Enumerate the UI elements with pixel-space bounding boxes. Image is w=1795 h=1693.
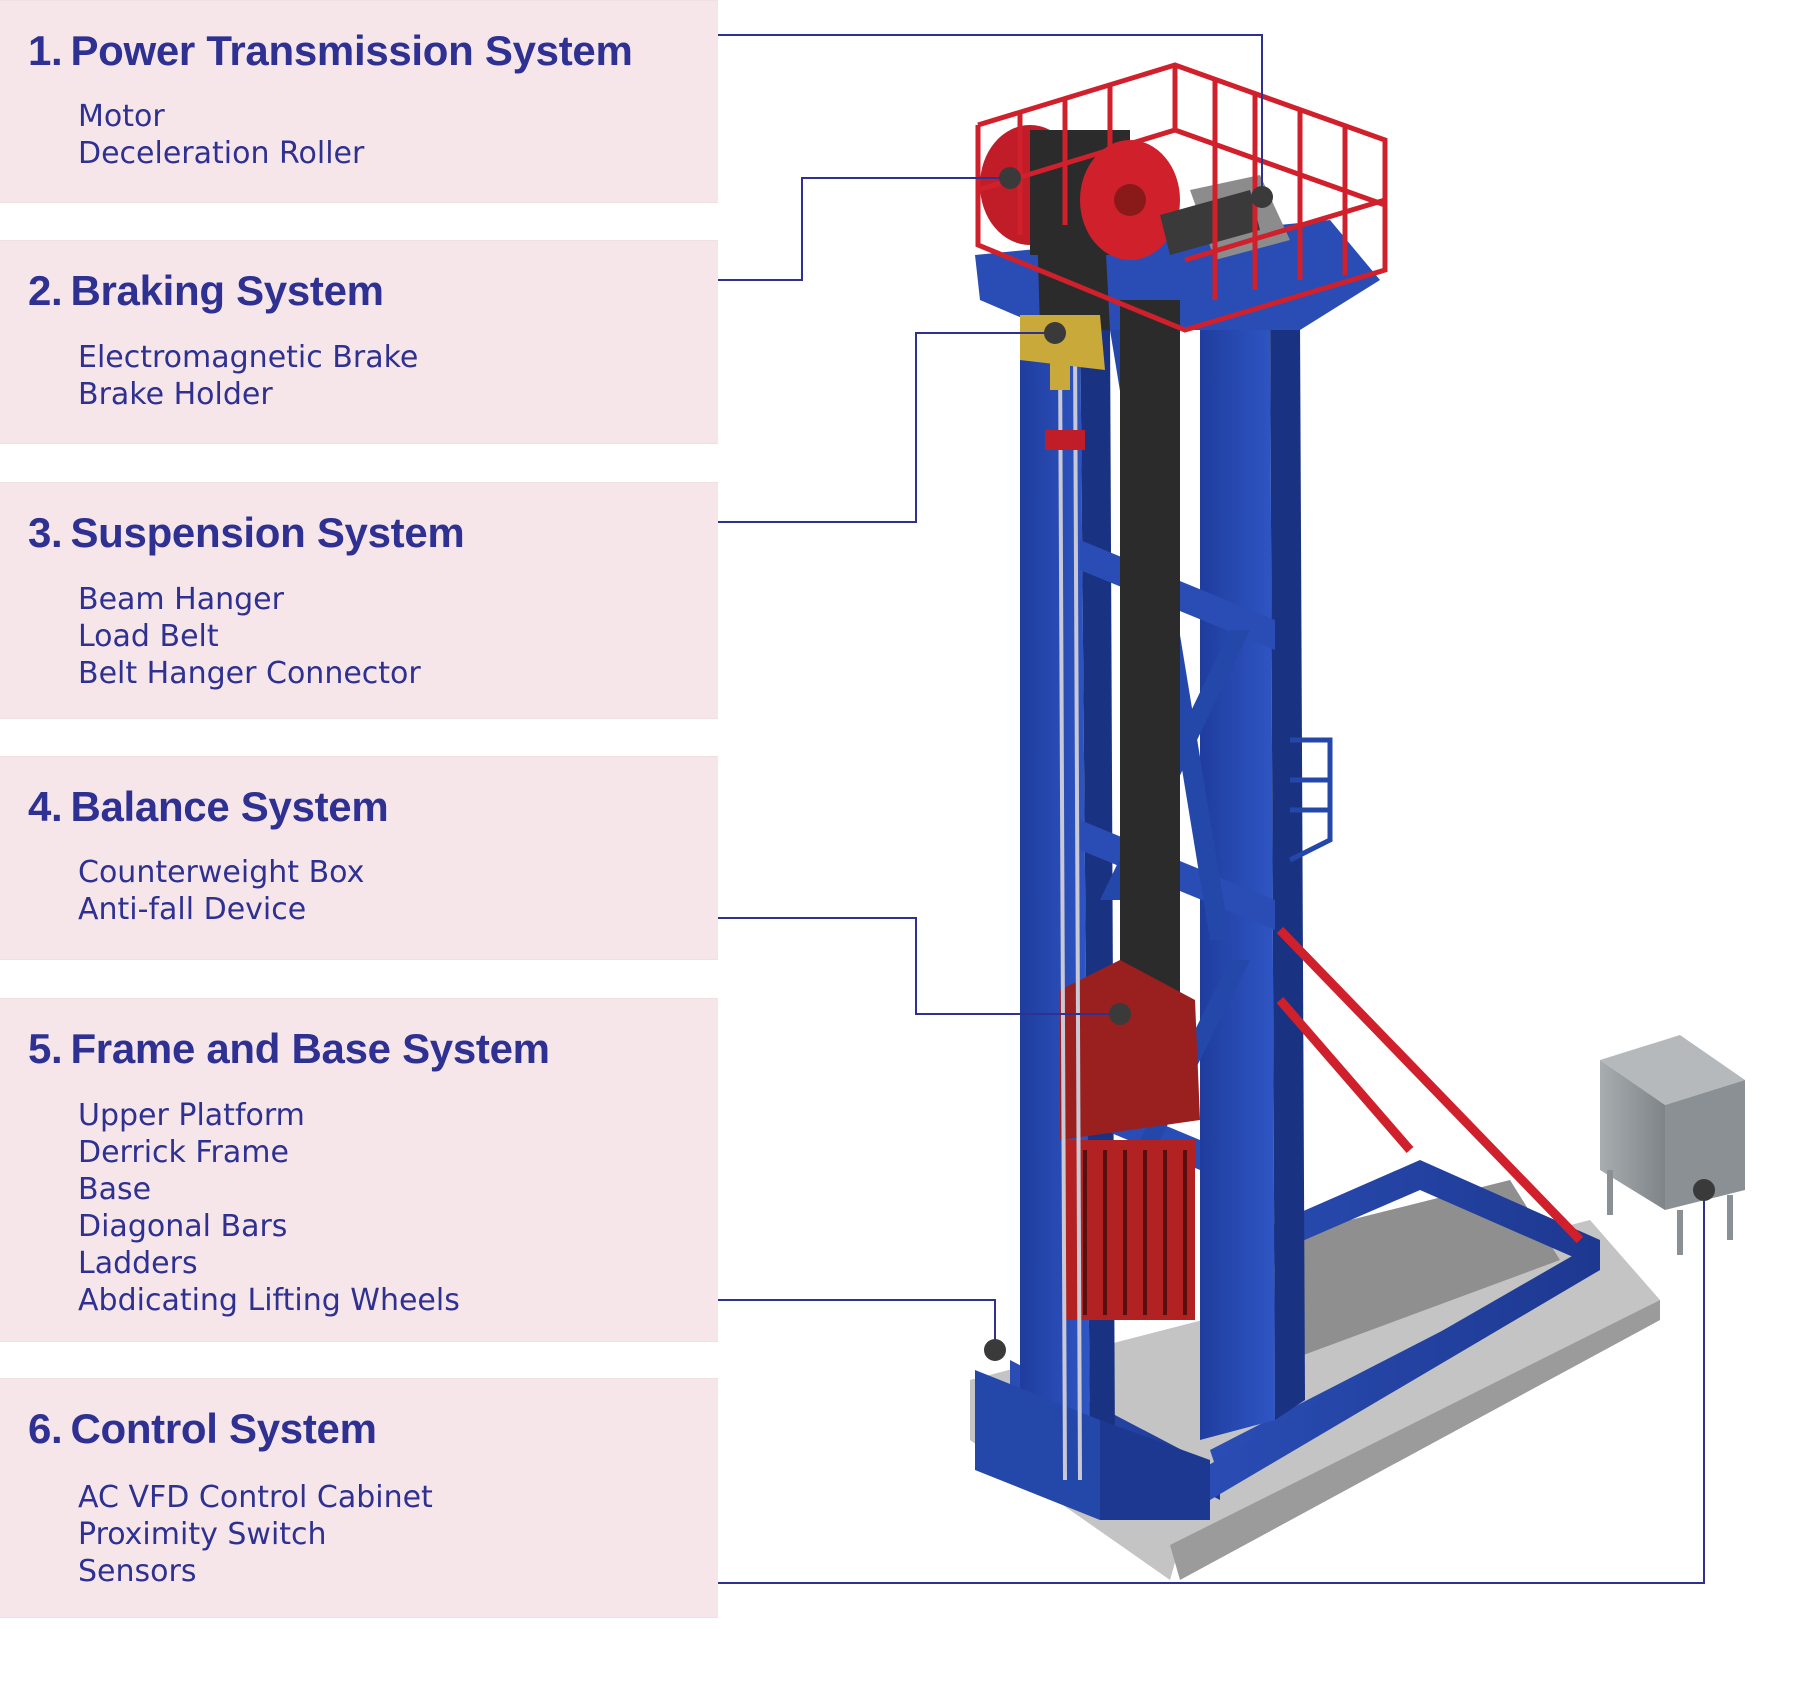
component-list: Upper Platform Derrick Frame Base Diagon… [78, 1097, 460, 1319]
list-item: Counterweight Box [78, 855, 365, 890]
panel-number: 1. [28, 27, 63, 74]
panel-power-transmission: 1.Power Transmission System Motor Decele… [0, 0, 718, 203]
dot-frame-base [984, 1339, 1006, 1361]
component-list: Motor Deceleration Roller [78, 98, 364, 172]
dot-braking [999, 167, 1021, 189]
component-list: Electromagnetic Brake Brake Holder [78, 339, 418, 413]
leader-lines [718, 34, 1705, 1584]
panel-title: 1.Power Transmission System [28, 27, 633, 75]
counterweight-box [1060, 960, 1200, 1320]
list-item: Ladders [78, 1246, 198, 1281]
upper-platform-railing [975, 62, 1388, 333]
panel-suspension: 3.Suspension System Beam Hanger Load Bel… [0, 482, 718, 719]
beam-hanger [1020, 315, 1105, 450]
panel-title-text: Braking System [70, 267, 384, 314]
panel-number: 5. [28, 1025, 63, 1072]
panel-title: 3.Suspension System [28, 509, 465, 557]
list-item: Electromagnetic Brake [78, 340, 419, 375]
panel-title-text: Control System [70, 1405, 377, 1452]
panel-title-text: Power Transmission System [70, 27, 633, 74]
diagonal-bars [1276, 926, 1584, 1244]
list-item: Beam Hanger [78, 582, 284, 617]
panel-title-text: Frame and Base System [70, 1025, 550, 1072]
panel-balance: 4.Balance System Counterweight Box Anti-… [0, 756, 718, 960]
component-list: AC VFD Control Cabinet Proximity Switch … [78, 1479, 433, 1590]
list-item: Diagonal Bars [78, 1209, 288, 1244]
connector-dots [984, 167, 1715, 1361]
panel-title: 5.Frame and Base System [28, 1025, 550, 1073]
panel-number: 3. [28, 509, 63, 556]
panel-braking: 2.Braking System Electromagnetic Brake B… [0, 240, 718, 444]
panel-number: 6. [28, 1405, 63, 1452]
list-item: Derrick Frame [78, 1135, 289, 1170]
dot-power-transmission [1251, 186, 1273, 208]
hanger-rods [1058, 339, 1082, 1481]
panel-title-text: Balance System [70, 783, 389, 830]
component-list: Beam Hanger Load Belt Belt Hanger Connec… [78, 581, 421, 692]
panel-number: 4. [28, 783, 63, 830]
load-belt [1120, 300, 1180, 1000]
component-list: Counterweight Box Anti-fall Device [78, 854, 364, 928]
list-item: AC VFD Control Cabinet [78, 1480, 433, 1515]
panel-title: 4.Balance System [28, 783, 389, 831]
list-item: Brake Holder [78, 377, 273, 412]
list-item: Proximity Switch [78, 1517, 327, 1552]
panel-title: 2.Braking System [28, 267, 384, 315]
panel-title: 6.Control System [28, 1405, 377, 1453]
list-item: Motor [78, 99, 165, 134]
panel-number: 2. [28, 267, 63, 314]
panel-control: 6.Control System AC VFD Control Cabinet … [0, 1378, 718, 1618]
list-item: Abdicating Lifting Wheels [78, 1283, 460, 1318]
list-item: Base [78, 1172, 152, 1207]
ladder-platform [1288, 737, 1333, 863]
dot-balance [1109, 1003, 1131, 1025]
list-item: Load Belt [78, 619, 219, 654]
dot-suspension [1044, 322, 1066, 344]
list-item: Sensors [78, 1554, 197, 1589]
deceleration-roller [980, 125, 1180, 260]
panel-frame-base: 5.Frame and Base System Upper Platform D… [0, 998, 718, 1342]
panel-title-text: Suspension System [70, 509, 465, 556]
list-item: Deceleration Roller [78, 136, 365, 171]
control-cabinet [1600, 1035, 1745, 1255]
list-item: Anti-fall Device [78, 892, 307, 927]
list-item: Upper Platform [78, 1098, 305, 1133]
list-item: Belt Hanger Connector [78, 656, 421, 691]
dot-control [1693, 1179, 1715, 1201]
